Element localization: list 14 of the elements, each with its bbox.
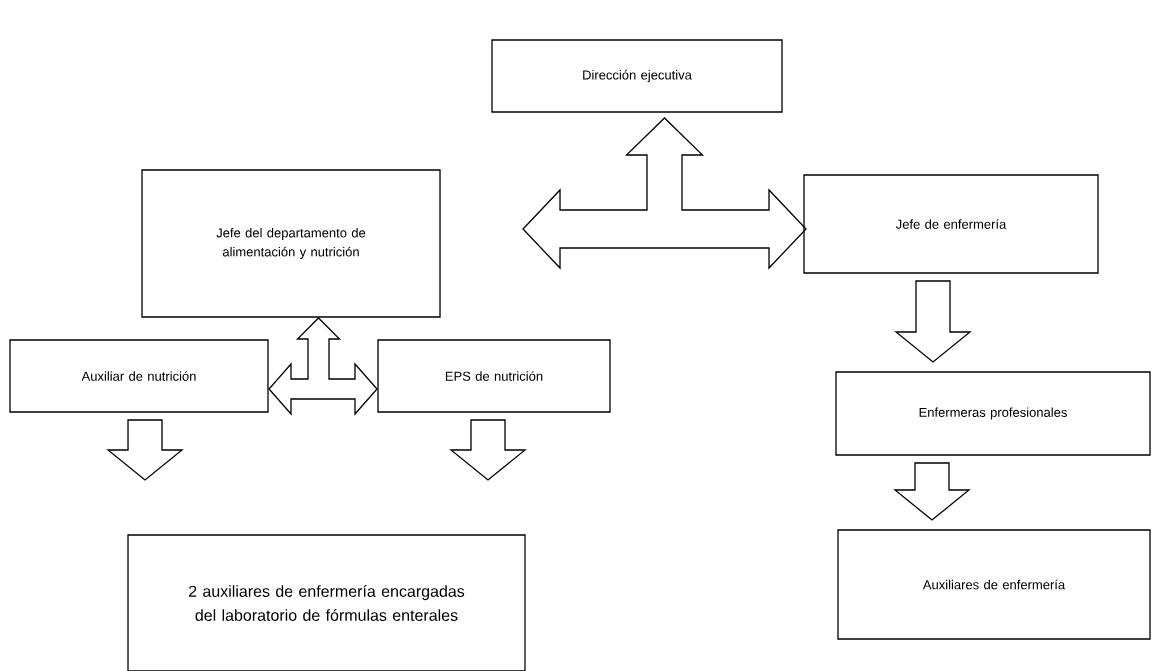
- block-arrow: [106, 419, 184, 481]
- org-box: Auxiliares de enfermería: [837, 529, 1151, 640]
- block-arrow: [893, 462, 971, 521]
- org-box: Jefe de enfermería: [803, 174, 1099, 274]
- block-arrow: [449, 419, 527, 481]
- org-box: 2 auxiliares de enfermería encargadas del laboratorio de fórmulas enterales: [127, 534, 526, 671]
- block-arrow: [268, 317, 378, 416]
- block-arrow: [894, 280, 972, 363]
- org-box: Dirección ejecutiva: [491, 39, 783, 113]
- org-box: Jefe del departamento de alimentación y nutrición: [141, 169, 441, 318]
- org-box: EPS de nutrición: [377, 339, 611, 413]
- block-arrow: [522, 117, 807, 270]
- org-box: Auxiliar de nutrición: [9, 339, 269, 413]
- org-box: Enfermeras profesionales: [835, 371, 1151, 456]
